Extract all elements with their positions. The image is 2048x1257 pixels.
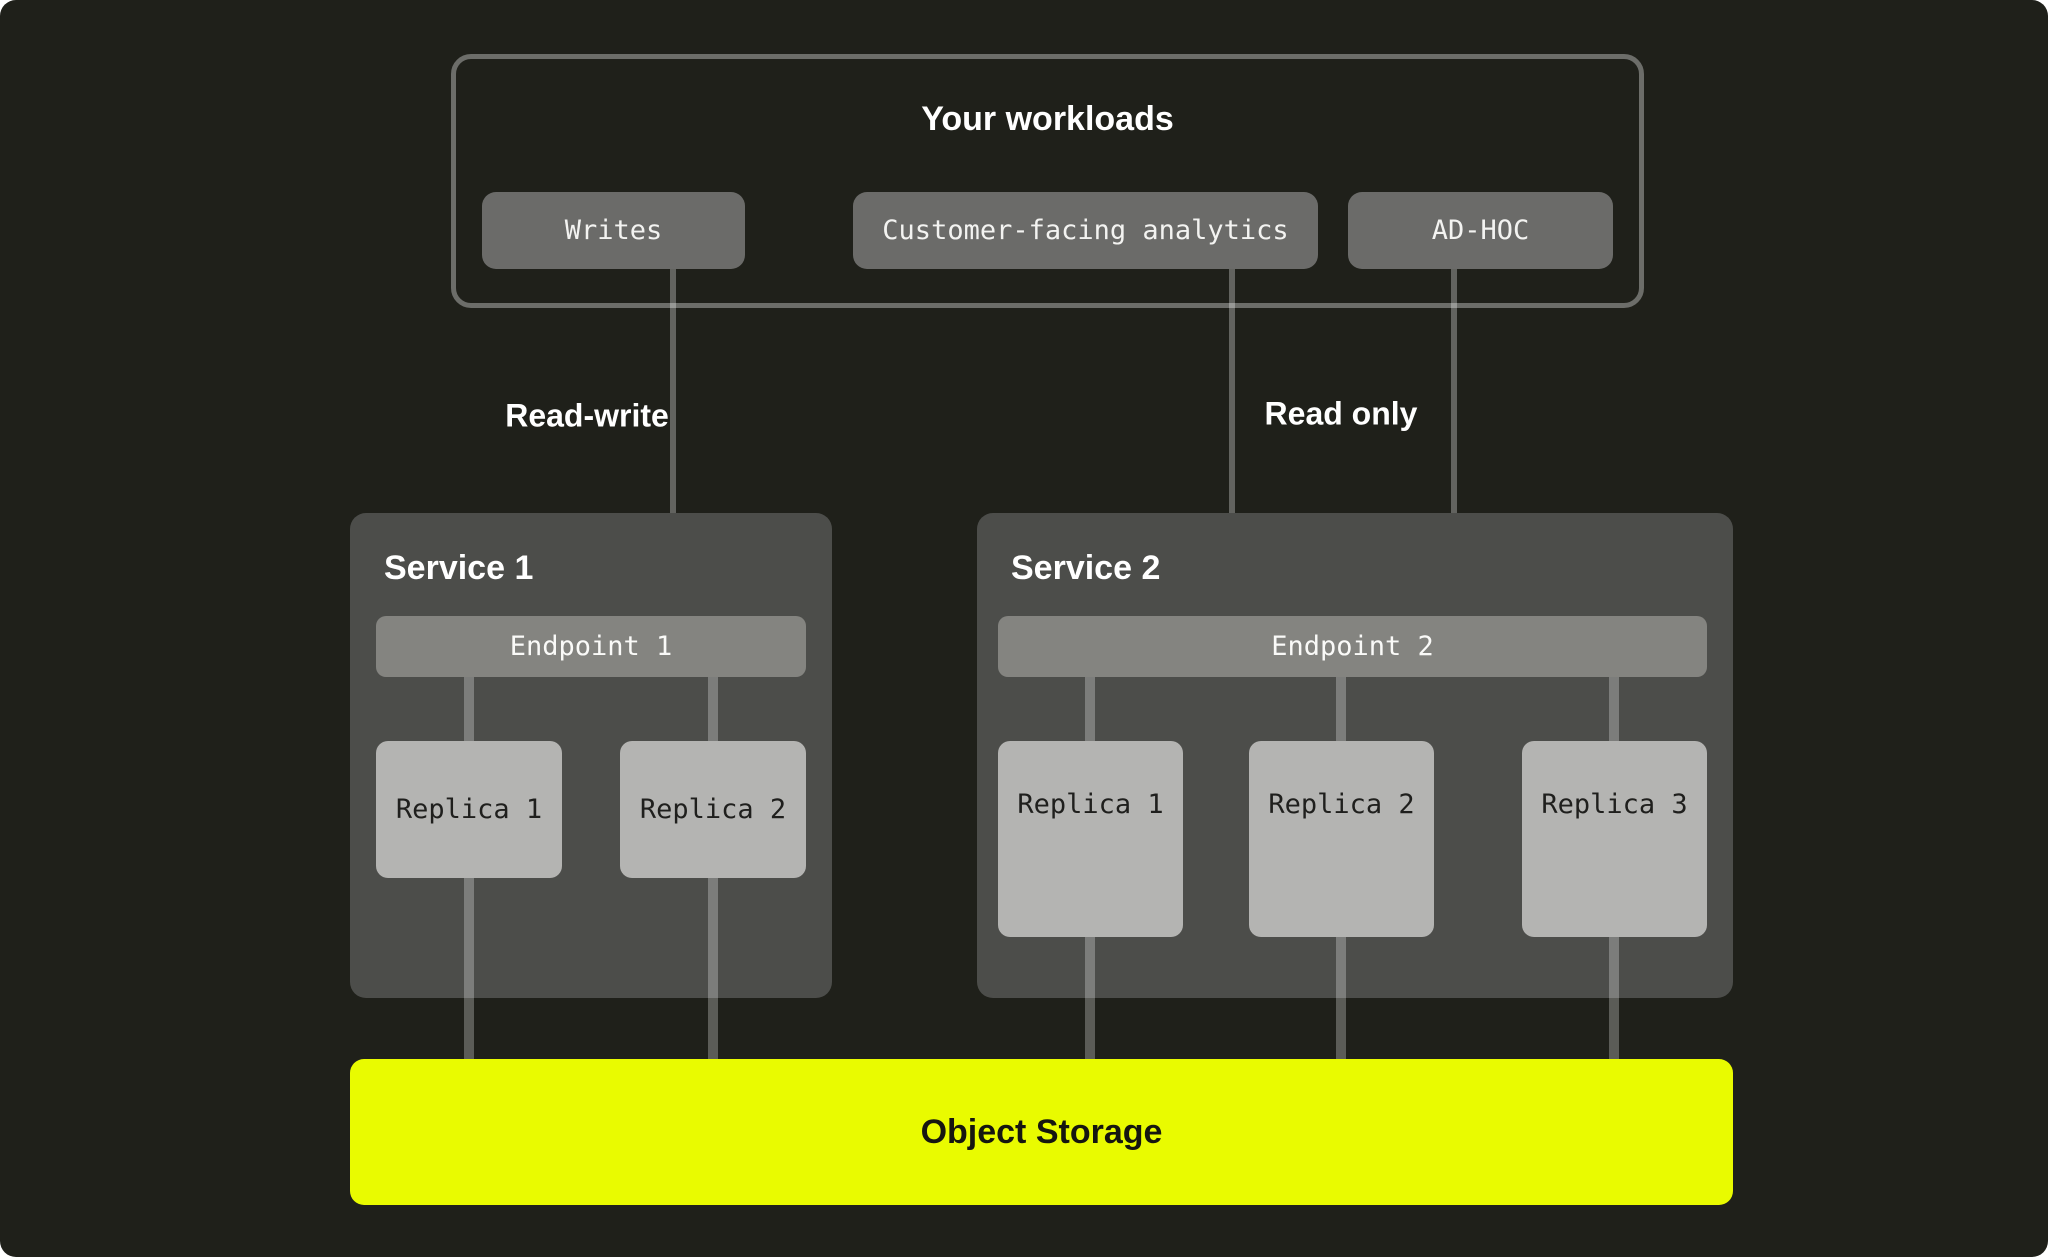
object-storage-node: Object Storage <box>350 1059 1733 1205</box>
read-write-label: Read-write <box>505 397 669 434</box>
workload-chip-writes: Writes <box>482 192 745 269</box>
arrow-adhoc-to-endpoint2 <box>1451 269 1457 578</box>
workload-chip-ad-hoc: AD-HOC <box>1348 192 1613 269</box>
service-1-title: Service 1 <box>384 549 534 587</box>
service1-replica-2-node: Replica 2 <box>620 741 806 878</box>
arrow-analytics-to-endpoint2 <box>1229 269 1235 578</box>
service2-replica-2-node: Replica 2 <box>1249 741 1434 937</box>
service1-replica-1-node: Replica 1 <box>376 741 562 878</box>
endpoint-2-node: Endpoint 2 <box>998 616 1707 677</box>
service2-replica-1-node: Replica 1 <box>998 741 1183 937</box>
read-only-label: Read only <box>1264 395 1418 432</box>
arrow-writes-to-endpoint1 <box>670 269 676 578</box>
workloads-group-border <box>451 54 1644 308</box>
service2-replica-3-node: Replica 3 <box>1522 741 1707 937</box>
workloads-title: Your workloads <box>921 100 1174 138</box>
workload-chip-customer-facing-analytics: Customer-facing analytics <box>853 192 1318 269</box>
service-2-title: Service 2 <box>1011 549 1161 587</box>
endpoint-1-node: Endpoint 1 <box>376 616 806 677</box>
